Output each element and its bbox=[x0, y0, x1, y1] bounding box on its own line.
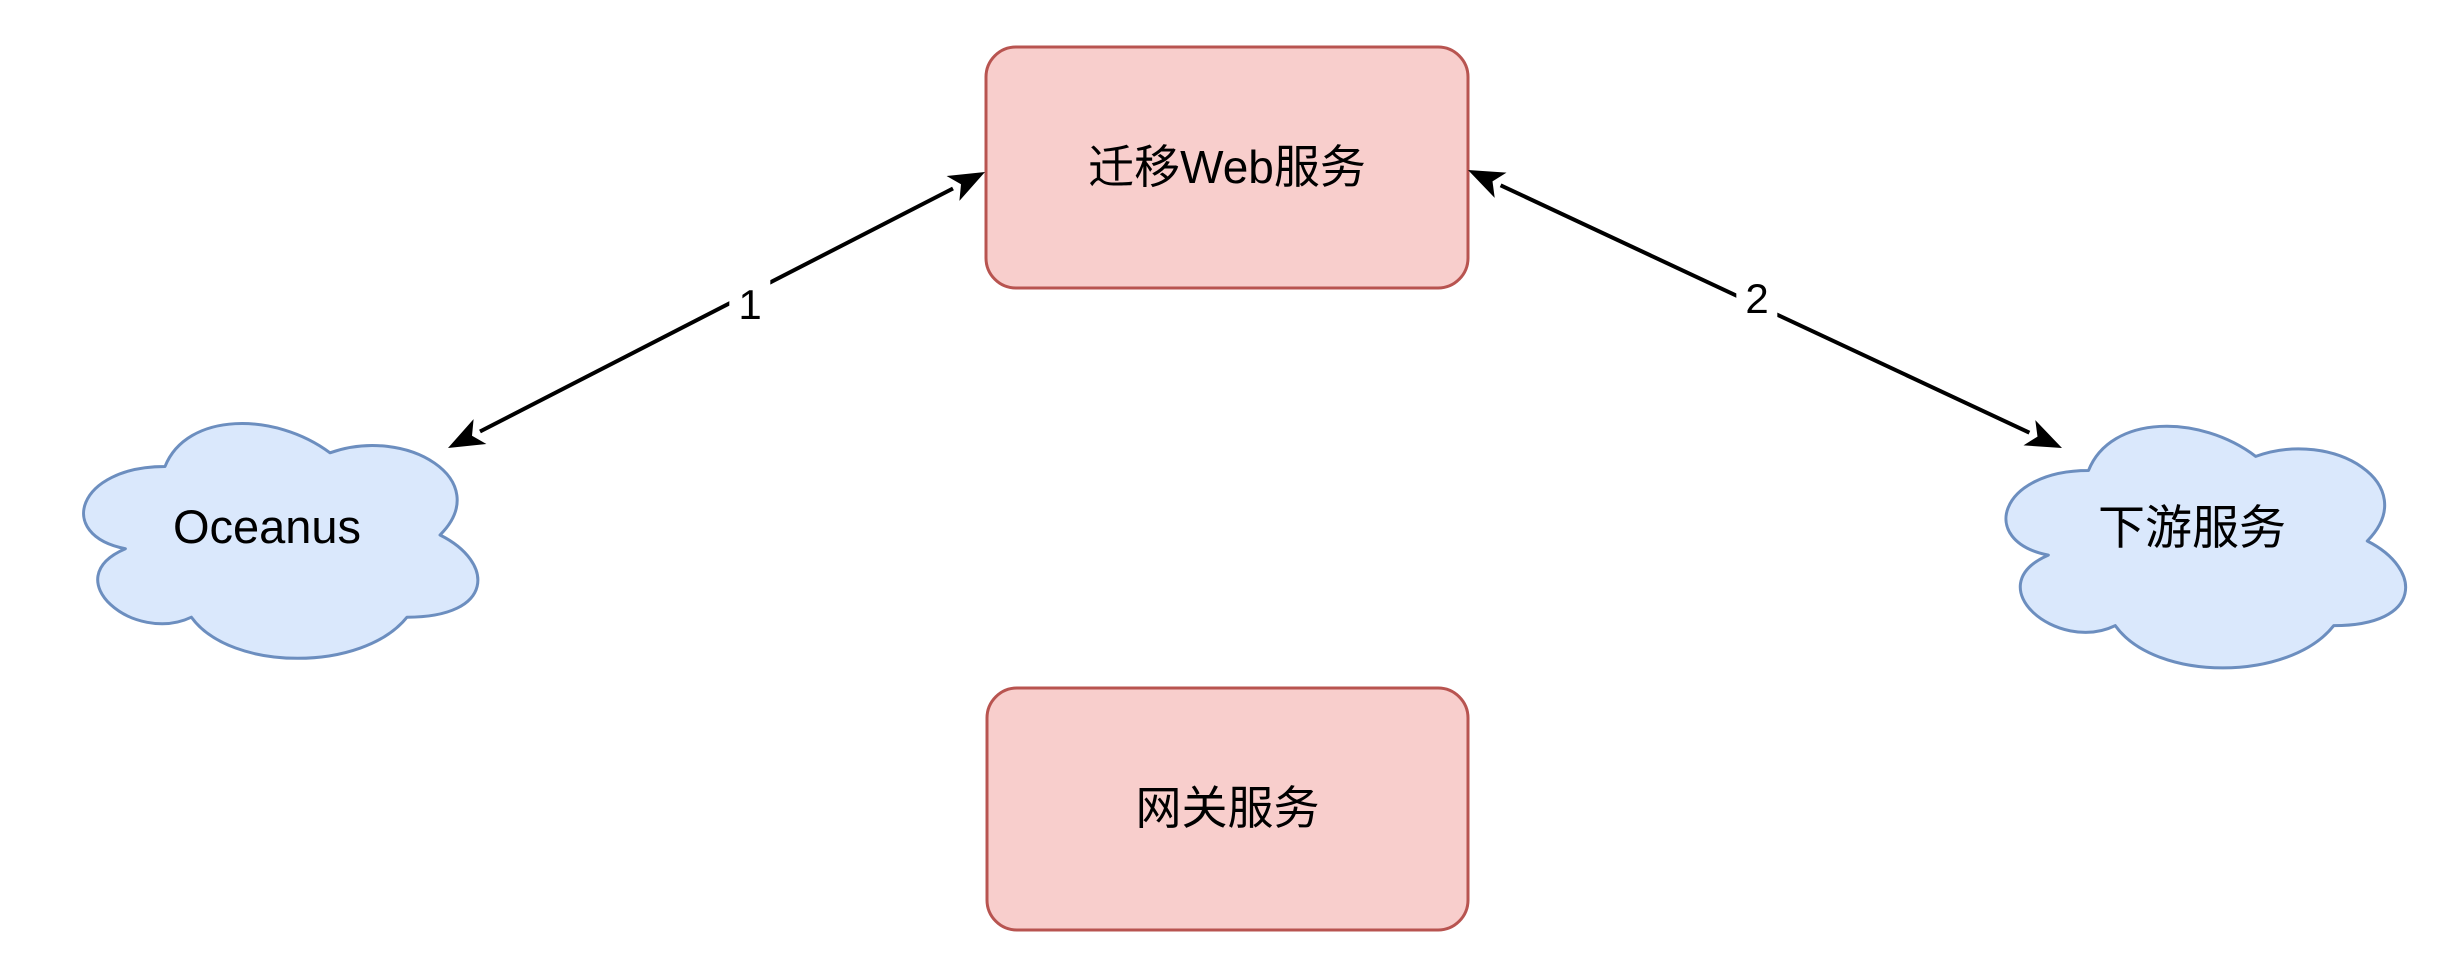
edge-2-arrowhead-box-end bbox=[1468, 170, 1507, 198]
gateway-service-box bbox=[985, 686, 1470, 932]
oceanus-cloud-shape bbox=[84, 424, 478, 659]
edge-1-line bbox=[479, 186, 954, 434]
edge-1-label: 1 bbox=[729, 279, 771, 331]
edge-1-arrowhead-box-end bbox=[946, 172, 985, 201]
edge-2-arrowhead-cloud-end bbox=[2023, 420, 2062, 448]
edge-1-arrowhead-cloud-end bbox=[448, 419, 487, 448]
downstream-cloud-shape bbox=[2006, 426, 2406, 668]
edge-2-label: 2 bbox=[1736, 273, 1778, 325]
migration-web-service-box bbox=[984, 45, 1470, 290]
